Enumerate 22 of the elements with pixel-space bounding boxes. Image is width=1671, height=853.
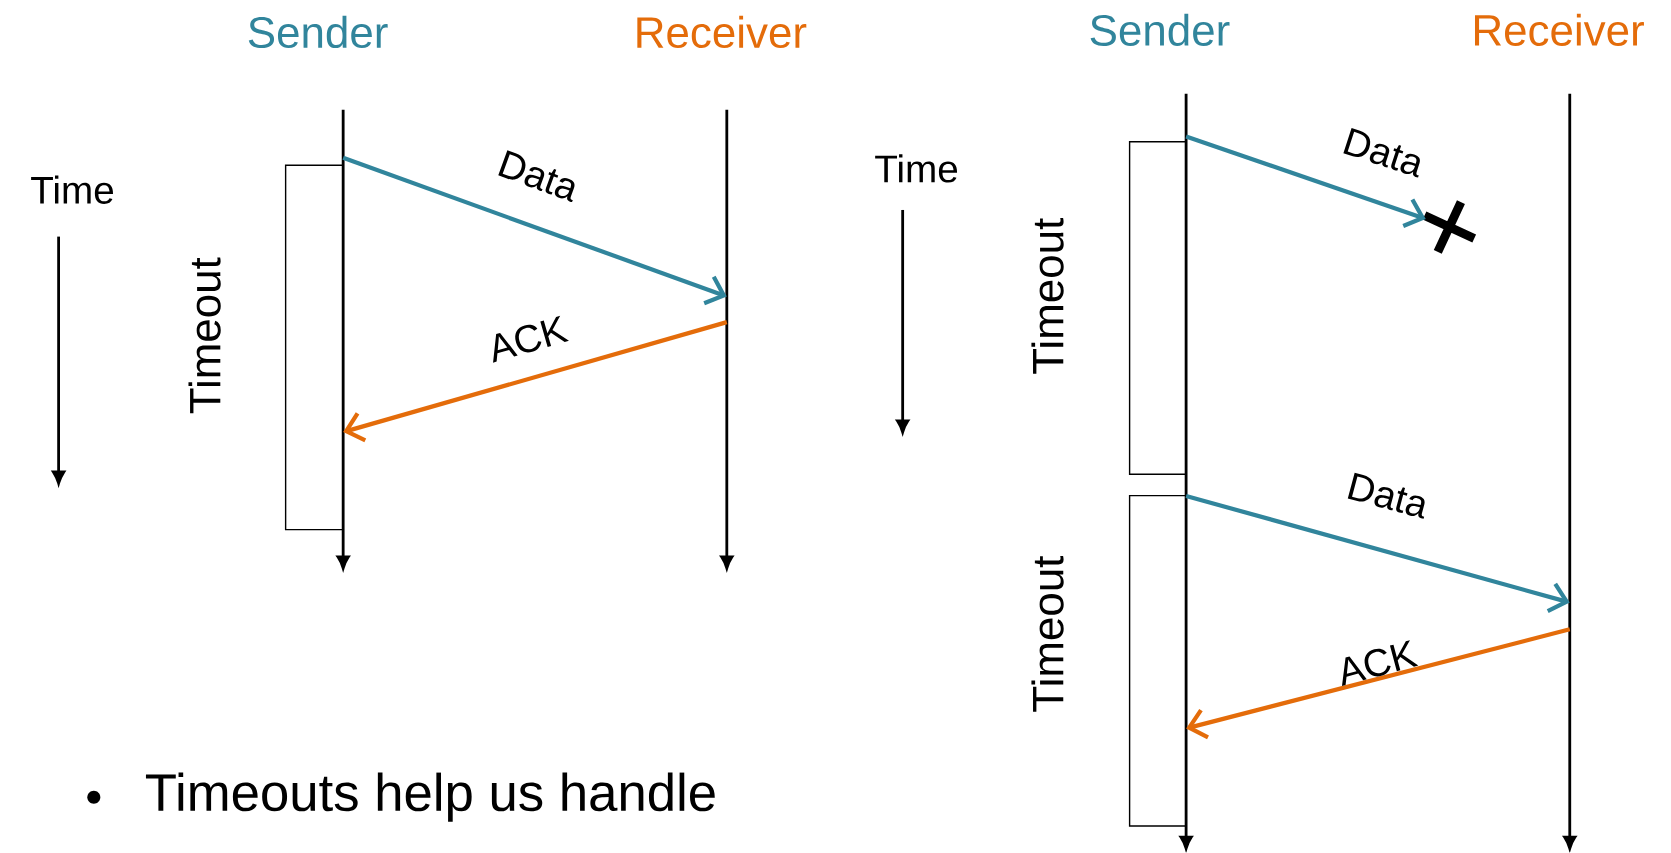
node-label: Timeout [1031, 218, 1064, 375]
lifeline: Receiver [1475, 13, 1644, 850]
arrow [1185, 134, 1426, 229]
arrow [343, 320, 728, 443]
node-label: Timeout [188, 257, 221, 414]
node-label: Timeout [1031, 556, 1064, 712]
arrow [1185, 494, 1570, 614]
edge-label: Data [1343, 128, 1420, 178]
edge-label: Data [1347, 473, 1425, 519]
lifeline: Receiver [637, 16, 807, 570]
time-label: Time [875, 154, 958, 183]
time-label: Time [31, 175, 113, 205]
arrow [342, 156, 727, 306]
bullet-text: Timeouts help us handle [145, 772, 715, 822]
edge-label: ACK [1342, 640, 1419, 687]
node-label: Receiver [637, 16, 807, 49]
arrow [1186, 627, 1571, 740]
edge-label: Data [498, 150, 575, 203]
edge-label: ACK [493, 315, 569, 363]
node-label: Sender [1090, 13, 1230, 47]
node-label: Receiver [1474, 13, 1644, 47]
node-label: Sender [248, 16, 388, 49]
